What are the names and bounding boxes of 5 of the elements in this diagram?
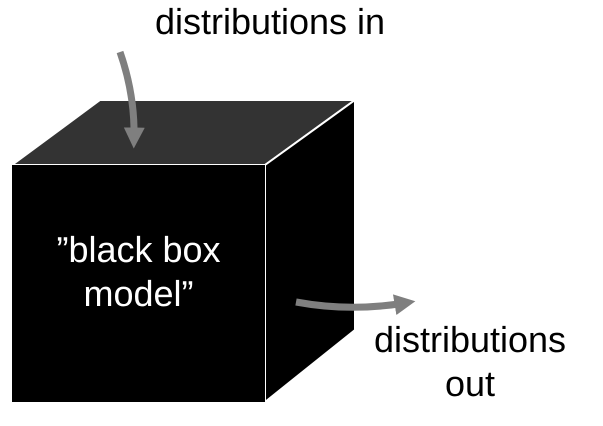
box-label: ”black box model” [55, 228, 222, 316]
arrow [116, 50, 145, 148]
arrow [295, 294, 416, 315]
text-label: distributions out [372, 318, 568, 406]
text-label: distributions in [154, 0, 386, 44]
